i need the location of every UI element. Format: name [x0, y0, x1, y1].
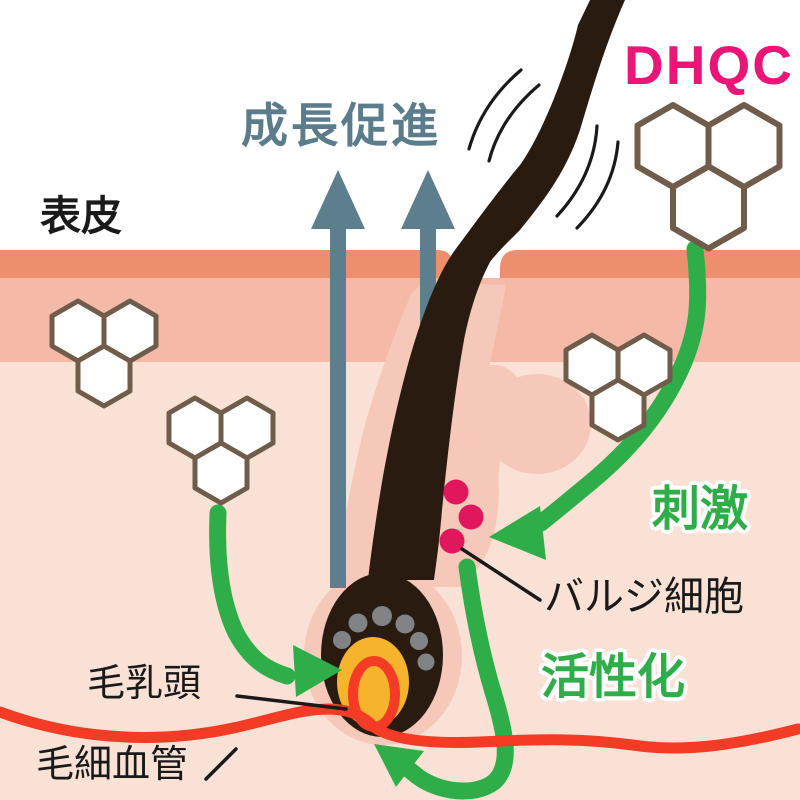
capillary-vessel: [0, 656, 800, 754]
hair-papilla-label: 毛乳頭: [87, 663, 202, 705]
hexagon-icon: [670, 163, 747, 252]
bulge-cell-dot: [439, 528, 465, 554]
growth-promotion-label: 成長促進: [241, 99, 441, 152]
matrix-cell-dot: [372, 606, 392, 626]
matrix-cell-dot: [395, 614, 415, 634]
stimulation-arrow-curve: [532, 240, 707, 532]
gland-stem: [452, 436, 502, 480]
matrix-cell-dot: [417, 653, 435, 671]
papilla-arrow-curve: [209, 504, 296, 685]
hair-shaft: [368, 0, 625, 580]
matrix-cells: [333, 606, 435, 671]
matrix-cell-dot: [410, 632, 428, 650]
molecule-cluster-right-icon: [563, 332, 673, 443]
green-arrowheads: [293, 506, 546, 787]
activation-arrowhead: [374, 744, 424, 787]
epidermis-label: 表皮: [40, 193, 122, 239]
papilla-pointer-line: [235, 694, 348, 711]
bulge-cell-dot: [443, 479, 469, 505]
activation-label: 活性化: [541, 651, 686, 704]
matrix-cell-dot: [348, 613, 368, 633]
growth-arrow-left-head: [311, 170, 365, 229]
epidermis-band-right: [500, 250, 800, 278]
flick-stroke: [555, 124, 599, 218]
capillary-label: 毛細血管: [36, 744, 189, 786]
molecule-cluster-left-mid-icon: [166, 395, 276, 506]
capillary-pointer-line: [204, 747, 238, 781]
bulge-pointer-line: [460, 547, 542, 602]
flick-stroke: [467, 68, 523, 151]
stimulation-arrowhead: [489, 506, 546, 560]
hexagon-icon: [589, 377, 647, 443]
bulge-cells-label: バルジ細胞: [544, 575, 744, 619]
growth-arrow-left-shaft: [330, 225, 346, 588]
flick-stroke: [575, 140, 620, 230]
pointer-lines: [204, 547, 542, 781]
bulge-cells: [439, 479, 484, 554]
stimulation-label: 刺激: [652, 483, 749, 536]
molecule-cluster-left-top-icon: [49, 298, 159, 409]
matrix-cell-dot: [333, 631, 351, 649]
papilla-arrowhead: [293, 645, 342, 697]
motion-lines-icon: [467, 68, 620, 230]
growth-arrow-right-head: [401, 170, 455, 229]
epidermis-band-left: [0, 250, 452, 278]
hexagon-icon: [192, 440, 250, 506]
capillary-line: [0, 703, 800, 754]
molecule-cluster-dhqc-icon: [634, 102, 783, 252]
bulge-cell-dot: [458, 504, 484, 530]
flick-stroke: [487, 83, 541, 163]
activation-loop-curve: [393, 558, 514, 800]
sebaceous-gland-lobe: [467, 365, 521, 419]
hexagon-icon: [75, 343, 133, 409]
green-arrows: [209, 240, 707, 800]
product-label: DHQC: [624, 34, 794, 96]
